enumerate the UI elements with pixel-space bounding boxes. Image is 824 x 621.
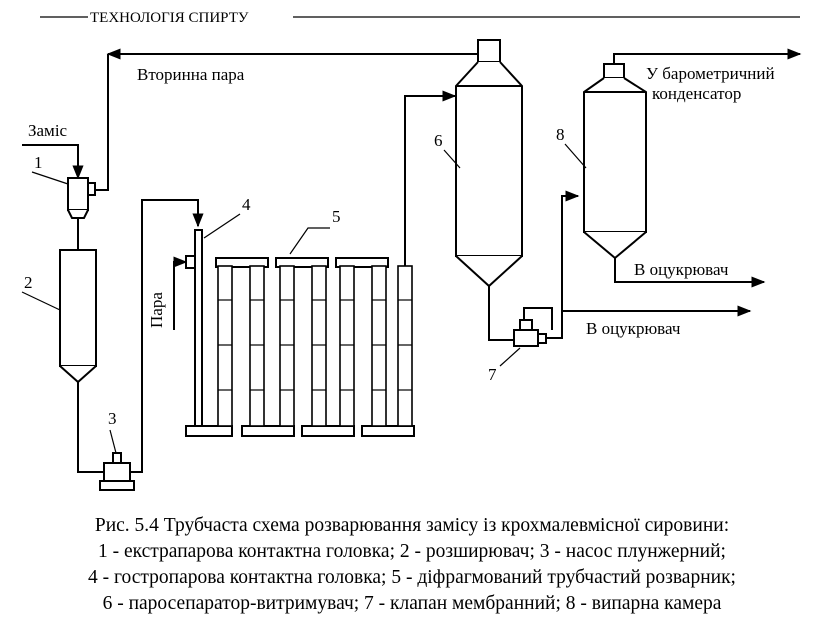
- number-6: 6: [434, 131, 443, 150]
- to-saccharifier-label-lower: В оцукрювач: [586, 319, 681, 338]
- leader-1: [31, 171, 69, 185]
- number-5: 5: [332, 207, 341, 226]
- header-title: ТЕХНОЛОГІЯ СПИРТУ: [90, 10, 249, 26]
- number-3: 3: [108, 409, 117, 428]
- contact-head-1: [67, 177, 96, 250]
- to-condenser-label-line2: конденсатор: [652, 84, 741, 103]
- to-condenser-label-line1: У барометричний: [646, 64, 775, 83]
- secondary-steam-label: Вторинна пара: [137, 65, 245, 84]
- mash-label: Заміс: [28, 121, 68, 140]
- leader-8: [564, 143, 587, 169]
- number-8: 8: [556, 125, 565, 144]
- number-7: 7: [488, 365, 497, 384]
- caption-line-1: Рис. 5.4 Трубчаста схема розварювання за…: [94, 515, 730, 536]
- caption-line-3: 4 - гостропарова контактна головка; 5 - …: [88, 567, 736, 588]
- leader-7: [499, 347, 521, 367]
- to-saccharifier-label-upper: В оцукрювач: [634, 260, 729, 279]
- caption-line-4: 6 - паросепаратор-витримувач; 7 - клапан…: [102, 593, 722, 614]
- leader-3: [109, 429, 117, 454]
- steam-label: Пара: [147, 292, 166, 328]
- number-4: 4: [242, 195, 251, 214]
- mash-inlet: [22, 144, 84, 180]
- leader-2: [21, 291, 61, 311]
- membrane-valve-7: [513, 190, 752, 347]
- secondary-steam-line: [92, 48, 478, 191]
- leader-6: [443, 149, 461, 169]
- plunger-pump-3: [99, 199, 204, 491]
- evaporation-chamber-8: [583, 48, 802, 288]
- tubular-cooker-5: [185, 90, 457, 437]
- leader-5: [289, 227, 330, 255]
- steam-separator-6: [455, 39, 523, 341]
- steam-inlet: [173, 256, 188, 330]
- leader-4: [203, 213, 241, 239]
- caption-line-2: 1 - екстрапарова контактна головка; 2 - …: [98, 541, 726, 562]
- number-1: 1: [34, 153, 43, 172]
- number-2: 2: [24, 273, 33, 292]
- contact-head-4: [185, 229, 203, 427]
- expander-2: [59, 249, 104, 473]
